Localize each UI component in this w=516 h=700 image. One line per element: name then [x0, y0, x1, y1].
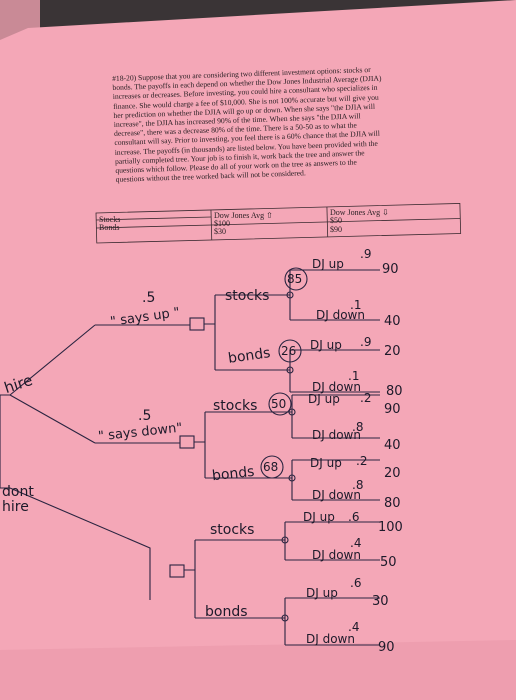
cell-bonds-down: $90 [330, 225, 342, 234]
outcome-value: 90 [382, 262, 399, 277]
cell-stocks-down: $50 [330, 216, 342, 225]
col-header-up: Dow Jones Avg ⇧ [214, 211, 273, 220]
outcome-label: DJ up [310, 338, 342, 352]
outcome-label: DJ down [312, 428, 361, 442]
ev-value: 85 [287, 272, 303, 286]
ev-value: 50 [271, 397, 287, 411]
outcome-prob: .8 [352, 478, 364, 492]
outcome-label: DJ up [308, 392, 340, 406]
says-down-prob: .5 [138, 408, 152, 424]
outcome-prob: .2 [356, 454, 368, 468]
outcome-value: 20 [384, 466, 401, 481]
cell-stocks-up: $100 [214, 219, 230, 228]
stocks-label-2: stocks [213, 398, 258, 414]
outcome-value: 30 [372, 594, 389, 609]
outcome-label: DJ down [316, 308, 365, 322]
cell-bonds-up: $30 [214, 227, 226, 236]
ev-value: 26 [281, 344, 297, 358]
outcome-label: DJ up [312, 257, 344, 271]
bonds-label-3: bonds [205, 604, 248, 620]
outcome-prob: .2 [360, 391, 372, 405]
outcome-prob: .9 [360, 335, 372, 349]
outcome-prob: .4 [348, 620, 360, 634]
outcome-label: DJ down [312, 380, 361, 394]
outcome-label: DJ up [303, 510, 335, 524]
row-label-bonds: Bonds [99, 223, 120, 232]
outcome-value: 100 [378, 520, 403, 535]
ev-value: 68 [263, 460, 279, 474]
outcome-prob: .1 [350, 298, 362, 312]
col-header-down: Dow Jones Avg ⇩ [330, 208, 389, 217]
outcome-label: DJ up [306, 586, 338, 600]
outcome-label: DJ up [310, 456, 342, 470]
outcome-value: 80 [386, 384, 403, 399]
outcome-prob: .4 [350, 536, 362, 550]
stocks-label-3: stocks [210, 522, 255, 538]
outcome-value: 90 [384, 402, 401, 417]
outcome-label: DJ down [312, 548, 361, 562]
outcome-value: 40 [384, 438, 401, 453]
outcome-value: 90 [378, 640, 395, 655]
row-label-stocks: Stocks [99, 215, 121, 224]
outcome-prob: .1 [348, 369, 360, 383]
outcome-prob: .6 [348, 510, 360, 524]
outcome-label: DJ down [306, 632, 355, 646]
outcome-label: DJ down [312, 488, 361, 502]
outcome-value: 80 [384, 496, 401, 511]
outcome-prob: .8 [352, 420, 364, 434]
stocks-label-1: stocks [225, 288, 270, 304]
outcome-value: 50 [380, 555, 397, 570]
outcome-value: 20 [384, 344, 401, 359]
dont-hire-label: dont hire [2, 484, 34, 515]
outcome-prob: .6 [350, 576, 362, 590]
outcome-prob: .9 [360, 247, 372, 261]
outcome-value: 40 [384, 314, 401, 329]
says-up-prob: .5 [142, 290, 156, 306]
